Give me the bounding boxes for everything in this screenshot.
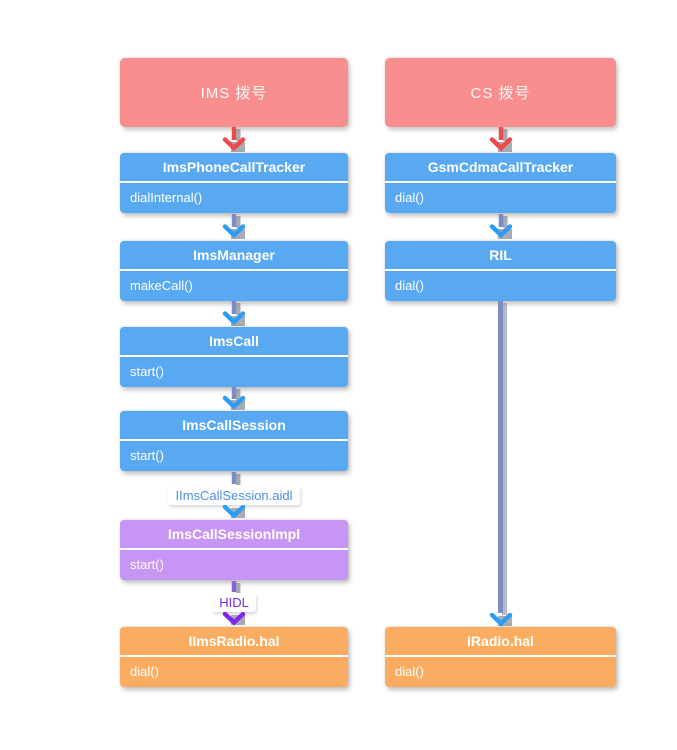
class-node-iimsradio-hal: IImsRadio.hal dial() — [120, 627, 348, 687]
class-method: dialInternal() — [130, 189, 203, 205]
ims-flow-header: IMS 拨号 — [120, 58, 348, 127]
class-method: start() — [130, 447, 164, 463]
class-method: start() — [130, 363, 164, 379]
arrow-down-icon — [120, 127, 348, 153]
class-method: dial() — [130, 663, 159, 679]
class-method: dial() — [395, 663, 424, 679]
class-node-ril: RIL dial() — [385, 241, 616, 301]
class-title: ImsCall — [120, 327, 348, 357]
class-method: makeCall() — [130, 277, 193, 293]
ims-flow-header-label: IMS 拨号 — [200, 85, 268, 102]
hidl-edge: HIDL — [120, 580, 348, 627]
cs-flow-column: CS 拨号 GsmCdmaCallTracker dial() RIL — [385, 58, 616, 687]
class-node-imscall: ImsCall start() — [120, 327, 348, 387]
class-title: GsmCdmaCallTracker — [385, 153, 616, 183]
class-title: ImsPhoneCallTracker — [120, 153, 348, 183]
class-method: dial() — [395, 189, 424, 205]
arrow-down-icon — [385, 213, 616, 241]
arrow-down-icon — [120, 213, 348, 241]
class-method: dial() — [395, 277, 424, 293]
long-arrow-down-icon — [385, 301, 616, 627]
class-node-imscallsession: ImsCallSession start() — [120, 411, 348, 471]
class-title: IImsRadio.hal — [120, 627, 348, 657]
class-node-imsmanager: ImsManager makeCall() — [120, 241, 348, 301]
cs-flow-header: CS 拨号 — [385, 58, 616, 127]
class-title: IRadio.hal — [385, 627, 616, 657]
ims-flow-column: IMS 拨号 ImsPhoneCallTracker dialInternal(… — [120, 58, 348, 687]
class-title: ImsCallSession — [120, 411, 348, 441]
arrow-down-icon — [385, 127, 616, 153]
arrow-down-icon — [120, 387, 348, 411]
class-node-gsmcdmacalltracker: GsmCdmaCallTracker dial() — [385, 153, 616, 213]
class-node-iradio-hal: IRadio.hal dial() — [385, 627, 616, 687]
hidl-edge-label: HIDL — [212, 593, 256, 612]
class-node-imsphonecalltracker: ImsPhoneCallTracker dialInternal() — [120, 153, 348, 213]
class-title: ImsManager — [120, 241, 348, 271]
arrow-down-icon — [120, 301, 348, 327]
cs-flow-header-label: CS 拨号 — [470, 85, 531, 102]
class-title: ImsCallSessionImpl — [120, 520, 348, 550]
class-method: start() — [130, 556, 164, 572]
aidl-edge-label: IImsCallSession.aidl — [168, 485, 300, 505]
long-arrow-shaft — [498, 301, 503, 613]
class-node-imscallsessionimpl: ImsCallSessionImpl start() — [120, 520, 348, 580]
aidl-edge: IImsCallSession.aidl — [120, 471, 348, 520]
class-title: RIL — [385, 241, 616, 271]
